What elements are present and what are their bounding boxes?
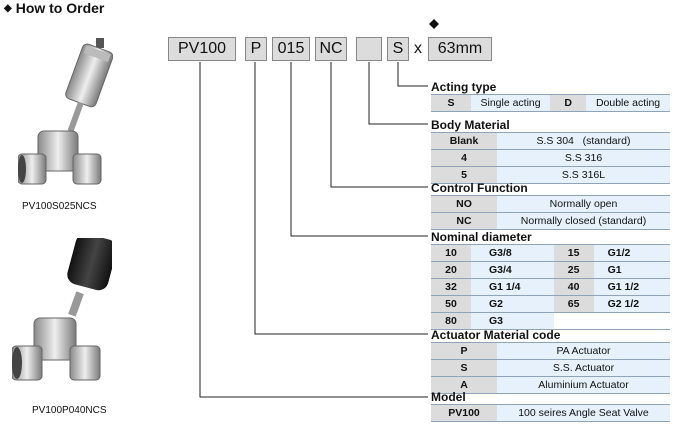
code-control: NC [315,37,347,61]
table-cell: 100 seires Angle Seat Valve [497,404,670,422]
table-cell [553,312,594,330]
table-cell: S [431,359,497,377]
acting-heading: Acting type [431,80,497,94]
control-heading: Control Function [431,181,528,195]
code-stroke: 63mm [428,37,492,61]
table-cell: S.S 316L [497,166,670,184]
code-times: x [414,40,422,57]
table-cell: A [431,376,497,394]
table-cell: G1/2 [593,244,670,262]
table-cell: 20 [431,261,471,279]
table-cell: G3 [471,312,554,330]
caption-valve-ss: PV100S025NCS [22,201,97,212]
table-cell: P [431,342,497,360]
table-cell: S.S. Actuator [497,359,670,377]
table-cell: G1 [593,261,670,279]
table-cell: Single acting [471,94,551,112]
table-cell: NO [431,195,497,213]
caption-valve-pa: PV100P040NCS [32,405,107,416]
code-diameter: 015 [272,37,310,61]
table-cell: 25 [553,261,594,279]
table-cell: 15 [553,244,594,262]
table-cell: S [431,94,471,112]
table-cell: G3/8 [471,244,554,262]
table-cell: Aluminium Actuator [497,376,670,394]
table-cell: G1 1/2 [593,278,670,296]
code-blank [356,37,382,61]
table-cell: D [550,94,587,112]
table-cell: 65 [553,295,594,313]
model-heading: Model [431,390,466,404]
table-cell: PA Actuator [497,342,670,360]
diameter-heading: Nominal diameter [431,230,532,244]
valve-pa-image [12,238,112,381]
valve-ss-image [18,38,113,185]
table-cell: Blank [431,132,497,150]
table-cell: G1 1/4 [471,278,554,296]
diamond-icon: ◆ [4,3,12,14]
table-cell: Normally closed (standard) [497,212,670,230]
table-row: S Single acting D Double acting [431,94,670,112]
table-cell: NC [431,212,497,230]
table-cell: S.S 316 [497,149,670,167]
table-cell: 5 [431,166,497,184]
body-heading: Body Material [431,118,510,132]
table-cell: 4 [431,149,497,167]
code-actuator: P [245,37,267,61]
table-cell: 80 [431,312,471,330]
page-title: ◆How to Order [4,0,105,16]
table-cell: 50 [431,295,471,313]
code-base: PV100 [168,37,236,61]
table-cell: Double acting [586,94,670,112]
table-cell: Normally open [497,195,670,213]
table-cell: G2 [471,295,554,313]
table-cell: 40 [553,278,594,296]
table-cell: G2 1/2 [593,295,670,313]
table-cell: PV100 [431,404,497,422]
table-cell [593,312,670,330]
table-cell: S.S 304 (standard) [497,132,670,150]
acting-table: S Single acting D Double acting [431,94,670,112]
table-cell: G3/4 [471,261,554,279]
code-acting: S [387,37,409,61]
actuator-heading: Actuator Material code [431,328,561,342]
table-cell: 32 [431,278,471,296]
table-cell: 10 [431,244,471,262]
